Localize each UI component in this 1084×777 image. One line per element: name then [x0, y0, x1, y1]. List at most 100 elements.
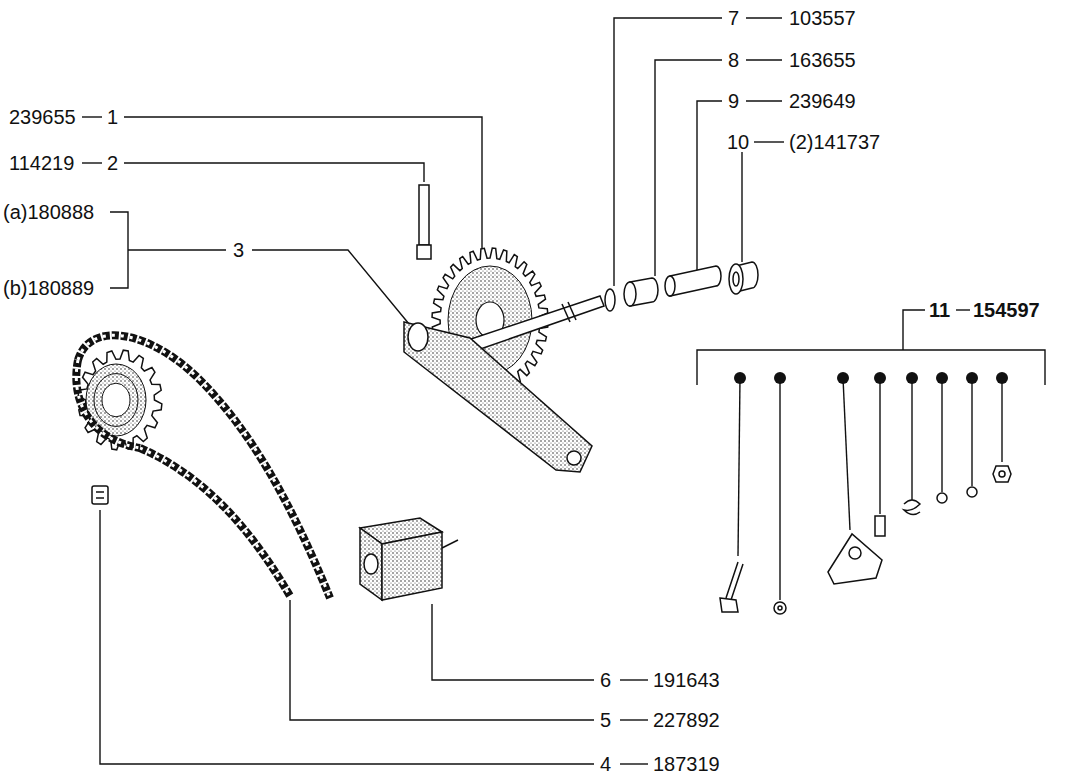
- dot: [734, 372, 746, 384]
- leader-line: [124, 117, 482, 248]
- dash: [956, 309, 970, 310]
- dot: [837, 372, 849, 384]
- callout-label: 239649: [788, 91, 857, 111]
- callout-label: 227892: [652, 710, 721, 730]
- nut-hole: [999, 471, 1005, 477]
- leader-line: [1001, 378, 1002, 462]
- leader-line: [971, 378, 972, 486]
- leader-line: [252, 250, 414, 330]
- callout-label: 11: [928, 300, 951, 320]
- callout-label: (b)180889: [2, 278, 95, 298]
- callout-label: 1: [106, 107, 119, 127]
- pedal-front: [360, 528, 382, 600]
- bush-end: [624, 282, 636, 306]
- dash: [746, 100, 782, 101]
- dot: [966, 372, 978, 384]
- callout-label: 9: [727, 91, 740, 111]
- washer-hole: [778, 606, 782, 610]
- leader-line: [879, 378, 880, 514]
- leader-line: [100, 510, 594, 764]
- dash: [82, 162, 102, 163]
- leader-line: [697, 101, 722, 270]
- pedal-spindle: [442, 540, 458, 548]
- callout-label: (a)180888: [2, 202, 95, 222]
- dash: [746, 17, 782, 18]
- leader-line: [290, 600, 594, 720]
- callout-label: 8: [727, 50, 740, 70]
- callout-label: 2: [106, 153, 119, 173]
- leader-line: [941, 378, 942, 492]
- dot: [906, 372, 918, 384]
- washer: [605, 289, 615, 311]
- chain-strand: [140, 448, 290, 596]
- dot: [996, 372, 1008, 384]
- leader-line: [779, 378, 780, 600]
- leader-line: [903, 310, 925, 350]
- leader-line: [655, 60, 722, 276]
- cut-mark: [568, 302, 576, 320]
- callout-label: 114219: [8, 153, 75, 173]
- pedal-side: [382, 532, 442, 600]
- bolt-shank: [726, 562, 738, 598]
- freewheel-sprocket: [78, 350, 162, 450]
- dot: [774, 372, 786, 384]
- freewheel-ring: [102, 383, 130, 417]
- leader-lines: [82, 18, 1045, 764]
- washer: [937, 493, 947, 503]
- leader-line: [124, 163, 424, 182]
- cut-mark: [562, 304, 570, 322]
- callout-label: 3: [232, 240, 245, 260]
- spring: [904, 500, 920, 515]
- washer: [774, 602, 786, 614]
- callout-label: 163655: [788, 50, 857, 70]
- tube-end: [665, 276, 675, 296]
- dash: [82, 116, 102, 117]
- callout-label: 4: [599, 754, 612, 774]
- bolt-head: [720, 598, 738, 612]
- dash: [746, 59, 782, 60]
- cam-hole: [849, 547, 861, 559]
- washer: [967, 487, 977, 497]
- callout-label: 191643: [652, 670, 721, 690]
- callout-label: (2)141737: [788, 132, 881, 152]
- callout-label: 239655: [8, 107, 77, 127]
- leader-line: [128, 249, 226, 250]
- callout-label: 6: [599, 670, 612, 690]
- chain-strand: [76, 360, 140, 448]
- pedal-hole: [364, 554, 378, 574]
- chain-links: [140, 448, 290, 596]
- flange-hole: [733, 272, 739, 286]
- freewheel-ring: [86, 364, 146, 436]
- leader-line: [843, 378, 850, 530]
- parts: [92, 185, 1011, 614]
- callout-label: 10: [726, 132, 750, 152]
- tube: [670, 266, 721, 296]
- clip-detail: [96, 491, 104, 493]
- bolt-shank: [731, 564, 743, 600]
- dash: [620, 763, 648, 764]
- leader-line: [738, 378, 740, 556]
- chain-clip: [92, 486, 108, 504]
- cotter-pin: [419, 185, 429, 245]
- bracket: [697, 350, 1045, 385]
- dash: [754, 141, 784, 142]
- callout-label: 187319: [652, 754, 721, 774]
- clip-detail: [96, 497, 104, 499]
- callout-dots: [734, 372, 1008, 384]
- flange: [729, 264, 743, 294]
- axle: [462, 296, 604, 354]
- dash: [620, 719, 648, 720]
- dash: [620, 679, 648, 680]
- crank-arm: [404, 322, 592, 472]
- dot: [874, 372, 886, 384]
- pedal-hole: [567, 451, 581, 465]
- bracket: [110, 212, 128, 288]
- chain-links: [78, 335, 330, 598]
- leader-line: [614, 18, 722, 286]
- freewheel-ring: [94, 374, 138, 427]
- chain-links: [76, 360, 140, 448]
- leader-line: [432, 604, 594, 680]
- callout-label: 103557: [788, 8, 857, 28]
